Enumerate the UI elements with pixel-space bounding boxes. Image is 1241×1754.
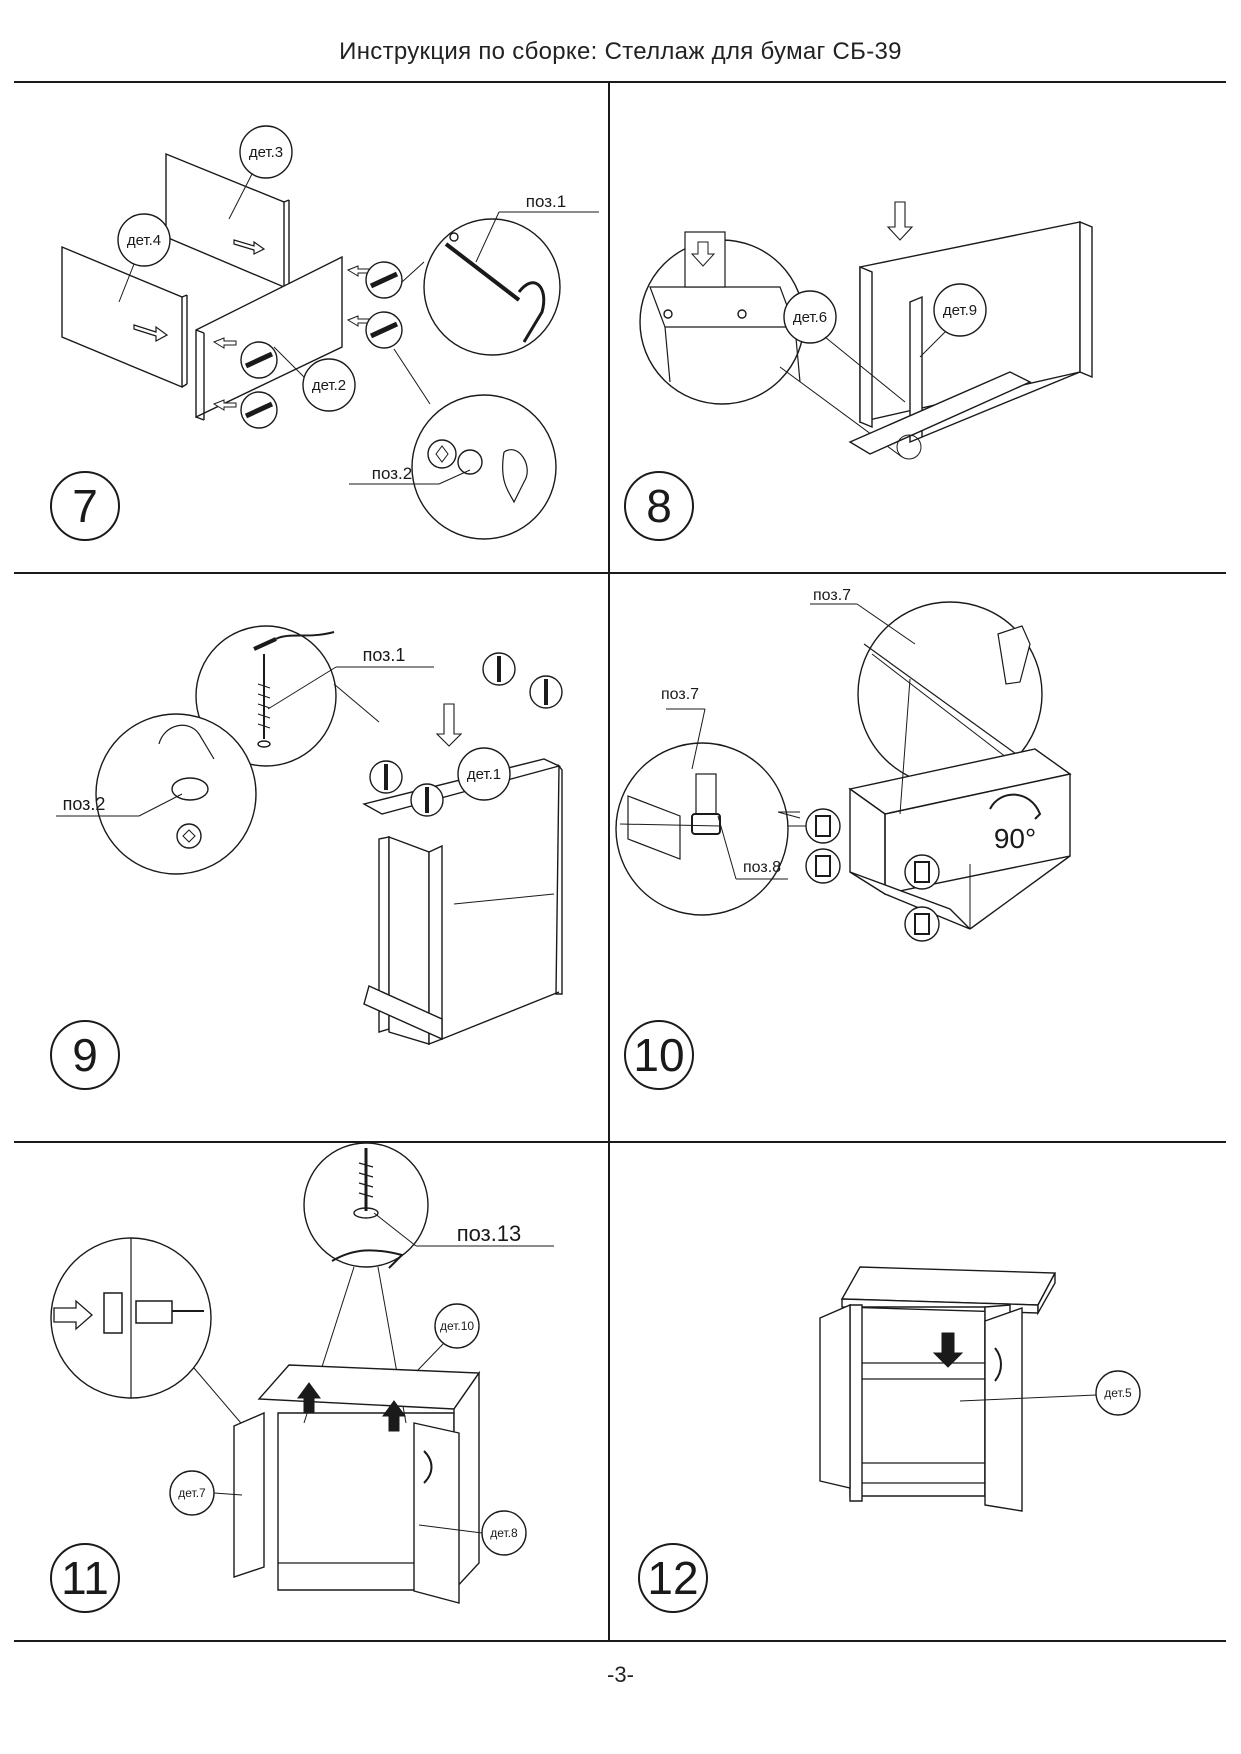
label-det4: дет.4 xyxy=(127,232,161,249)
top-rule xyxy=(14,81,1226,83)
step-8-panel: дет.6 дет.9 8 xyxy=(610,82,1226,572)
label-det5: дет.5 xyxy=(1104,1386,1132,1400)
page-number: -3- xyxy=(607,1662,634,1687)
step-7-drawing: дет.3 дет.4 дет.2 поз.1 поз.2 xyxy=(61,125,599,540)
label-det1: дет.1 xyxy=(467,766,501,783)
step-10-drawing: поз.7 поз.7 поз.8 90° xyxy=(615,587,1072,942)
label-det10: дет.10 xyxy=(440,1319,474,1333)
step-9-drawing: поз.1 поз.2 дет.1 xyxy=(56,625,563,1046)
bottom-rule xyxy=(14,1640,1226,1642)
label-det9: дет.9 xyxy=(943,302,977,319)
label-det2: дет.2 xyxy=(312,377,346,394)
label-det8: дет.8 xyxy=(490,1526,518,1540)
step-7-panel: дет.3 дет.4 дет.2 поз.1 поз.2 7 xyxy=(14,82,608,572)
label-pos1: поз.1 xyxy=(363,645,406,665)
row2-rule xyxy=(14,1141,1226,1143)
step-8-drawing: дет.6 дет.9 xyxy=(639,201,1093,460)
step-10-panel: поз.7 поз.7 поз.8 90° 10 xyxy=(610,574,1226,1141)
label-det7: дет.7 xyxy=(178,1486,206,1500)
step-11-panel: поз.13 дет.10 дет.7 дет.8 11 xyxy=(14,1143,608,1640)
step-12-drawing: дет.5 xyxy=(819,1266,1141,1512)
step-number: 8 xyxy=(624,471,694,541)
page-title: Инструкция по сборке: Стеллаж для бумаг … xyxy=(339,38,902,65)
center-divider xyxy=(608,81,610,1641)
label-pos13: поз.13 xyxy=(457,1221,522,1246)
label-pos1: поз.1 xyxy=(526,192,566,211)
step-11-drawing: поз.13 дет.10 дет.7 дет.8 xyxy=(50,1143,554,1604)
label-det3: дет.3 xyxy=(249,144,283,161)
step-9-panel: поз.1 поз.2 дет.1 9 xyxy=(14,574,608,1141)
label-pos2: поз.2 xyxy=(63,794,106,814)
step-number: 12 xyxy=(638,1543,708,1613)
label-rotate-angle: 90° xyxy=(994,823,1036,854)
label-pos7-left: поз.7 xyxy=(661,686,699,703)
label-pos7-top: поз.7 xyxy=(813,587,851,604)
step-number: 11 xyxy=(50,1543,120,1613)
step-number: 9 xyxy=(50,1020,120,1090)
step-number: 10 xyxy=(624,1020,694,1090)
label-det6: дет.6 xyxy=(793,309,827,326)
step-12-panel: дет.5 12 xyxy=(610,1143,1226,1640)
label-pos8: поз.8 xyxy=(743,859,781,876)
step-number: 7 xyxy=(50,471,120,541)
row1-rule xyxy=(14,572,1226,574)
label-pos2: поз.2 xyxy=(372,464,412,483)
